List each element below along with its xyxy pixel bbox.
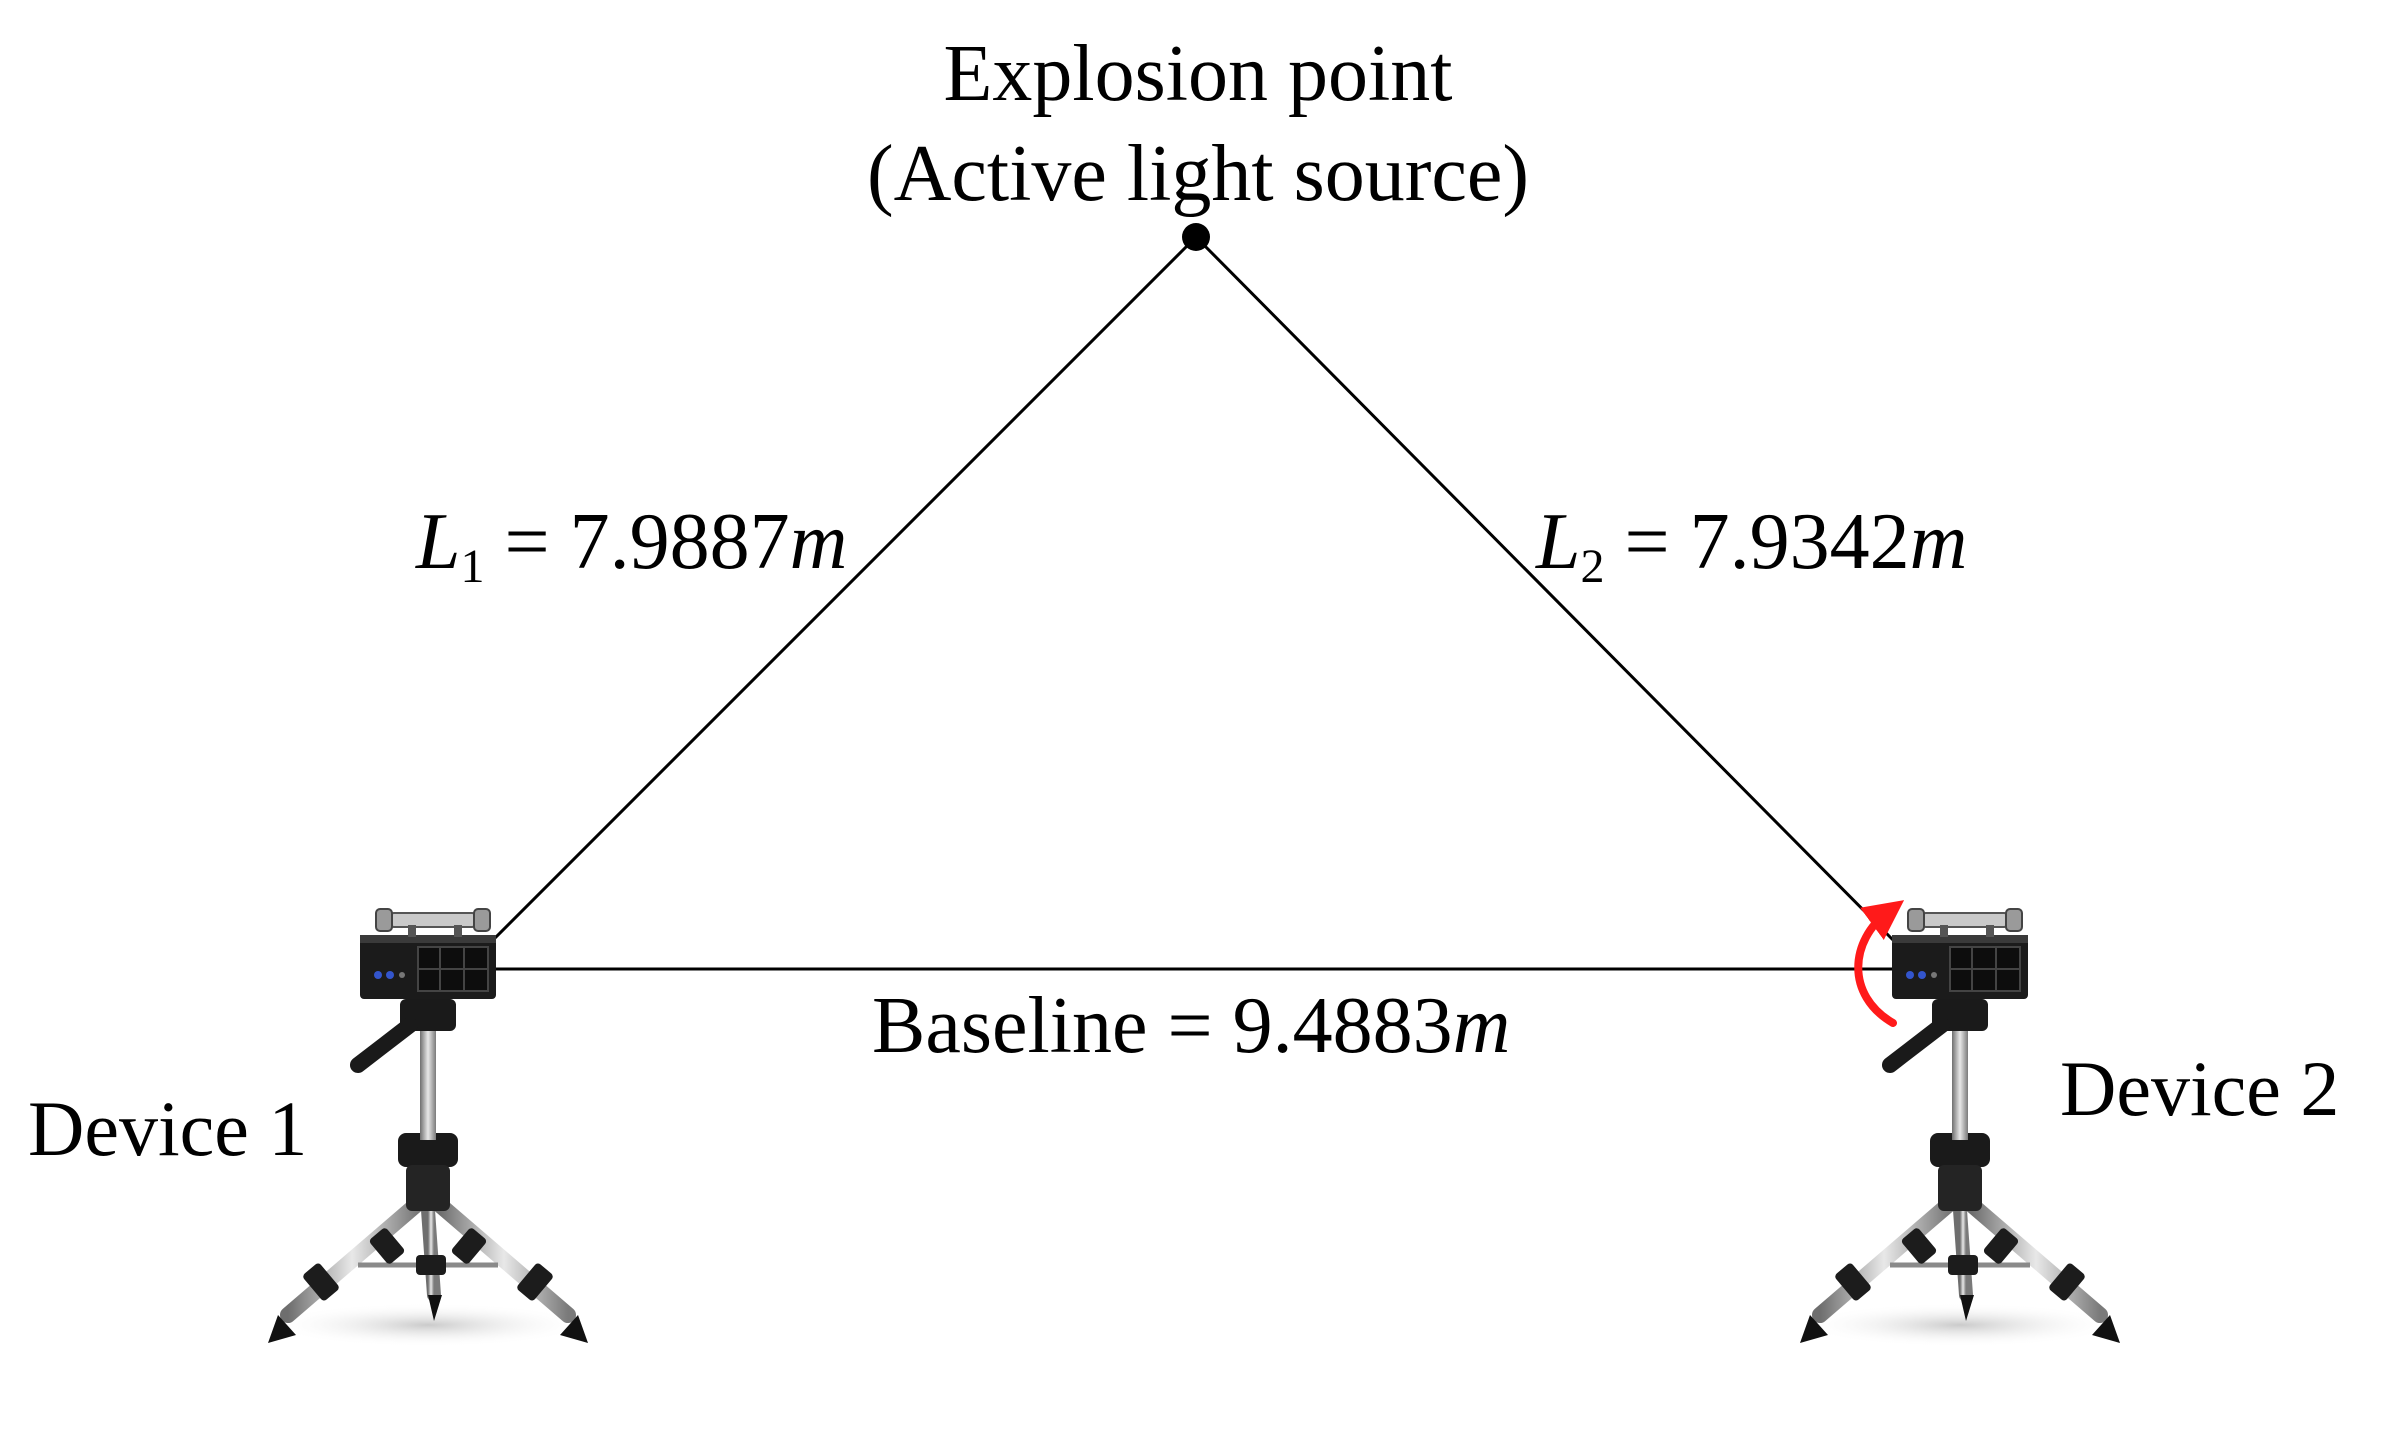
l2-subscript: 2 bbox=[1580, 540, 1605, 593]
explosion-point-dot bbox=[1182, 223, 1210, 251]
l2-equals: = bbox=[1624, 498, 1670, 586]
baseline-value: 9.4883 bbox=[1232, 982, 1453, 1070]
l1-unit: m bbox=[789, 498, 848, 586]
line-l1 bbox=[468, 235, 1198, 965]
baseline-text: Baseline bbox=[872, 982, 1148, 1070]
l1-subscript: 1 bbox=[460, 540, 485, 593]
l2-value: 7.9342 bbox=[1689, 498, 1910, 586]
line-l2 bbox=[1194, 235, 1898, 945]
rotation-arrow-icon bbox=[1854, 900, 1905, 1027]
l2-unit: m bbox=[1909, 498, 1968, 586]
l2-variable: L bbox=[1536, 498, 1581, 586]
l1-label: L1 = 7.9887m bbox=[416, 502, 847, 591]
baseline-equals: = bbox=[1167, 982, 1213, 1070]
device1-camera-icon bbox=[268, 909, 588, 1347]
device1-label: Device 1 bbox=[28, 1085, 308, 1172]
l1-equals: = bbox=[504, 498, 550, 586]
explosion-point-title: Explosion point bbox=[943, 30, 1453, 118]
l1-value: 7.9887 bbox=[569, 498, 790, 586]
explosion-point-subtitle: (Active light source) bbox=[867, 130, 1529, 218]
device2-label: Device 2 bbox=[2060, 1045, 2340, 1132]
l2-label: L2 = 7.9342m bbox=[1536, 502, 1967, 591]
l1-variable: L bbox=[416, 498, 461, 586]
baseline-label: Baseline = 9.4883m bbox=[872, 986, 1510, 1066]
baseline-unit: m bbox=[1452, 982, 1511, 1070]
